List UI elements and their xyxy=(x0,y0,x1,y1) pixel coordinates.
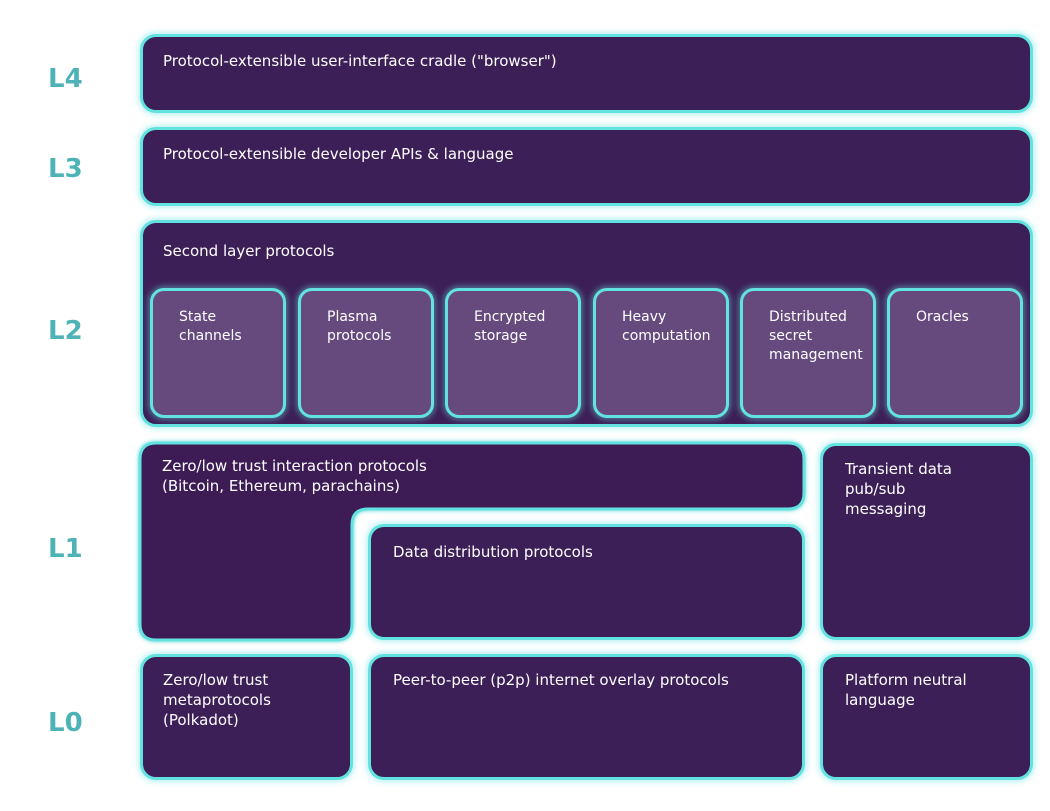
layer-label-l4: L4 xyxy=(48,64,83,94)
l4-ui-cradle-box: Protocol-extensible user-interface cradl… xyxy=(140,34,1033,113)
l0-platform-language-box: Platform neutral language xyxy=(820,654,1033,780)
l2-item-label: Plasma protocols xyxy=(327,309,392,344)
l0-platform-language-text: Platform neutral language xyxy=(845,671,967,709)
l1-interaction-protocols-text: Zero/low trust interaction protocols (Bi… xyxy=(162,457,427,495)
l2-item-label: Encrypted storage xyxy=(474,309,546,344)
l2-item-state-channels: State channels xyxy=(150,288,286,418)
l1-data-distribution-text: Data distribution protocols xyxy=(393,543,593,561)
l2-item-label: State channels xyxy=(179,309,242,344)
l2-second-layer-title: Second layer protocols xyxy=(163,242,335,260)
l2-item-distributed-secret-management: Distributed secret management xyxy=(740,288,876,418)
l0-metaprotocols-text: Zero/low trust metaprotocols (Polkadot) xyxy=(163,671,271,729)
l3-developer-apis-text: Protocol-extensible developer APIs & lan… xyxy=(163,145,514,163)
l0-p2p-text: Peer-to-peer (p2p) internet overlay prot… xyxy=(393,671,729,689)
layer-label-l3: L3 xyxy=(48,154,83,184)
l2-item-encrypted-storage: Encrypted storage xyxy=(445,288,581,418)
l2-item-oracles: Oracles xyxy=(887,288,1023,418)
l3-developer-apis-box: Protocol-extensible developer APIs & lan… xyxy=(140,127,1033,206)
l1-pubsub-text: Transient data pub/sub messaging xyxy=(845,460,952,518)
l4-ui-cradle-text: Protocol-extensible user-interface cradl… xyxy=(163,52,557,70)
l0-p2p-box: Peer-to-peer (p2p) internet overlay prot… xyxy=(368,654,805,780)
layer-label-l2: L2 xyxy=(48,316,83,346)
l2-second-layer-box: Second layer protocols xyxy=(140,220,1033,427)
l0-metaprotocols-box: Zero/low trust metaprotocols (Polkadot) xyxy=(140,654,353,780)
l2-item-label: Heavy computation xyxy=(622,309,711,344)
l1-data-distribution-box: Data distribution protocols xyxy=(368,524,805,640)
l2-item-label: Oracles xyxy=(916,309,969,325)
l1-pubsub-box: Transient data pub/sub messaging xyxy=(820,443,1033,640)
l2-item-heavy-computation: Heavy computation xyxy=(593,288,729,418)
l2-item-label: Distributed secret management xyxy=(769,309,863,363)
l2-item-plasma-protocols: Plasma protocols xyxy=(298,288,434,418)
layer-label-l1: L1 xyxy=(48,534,83,564)
layer-label-l0: L0 xyxy=(48,708,83,738)
